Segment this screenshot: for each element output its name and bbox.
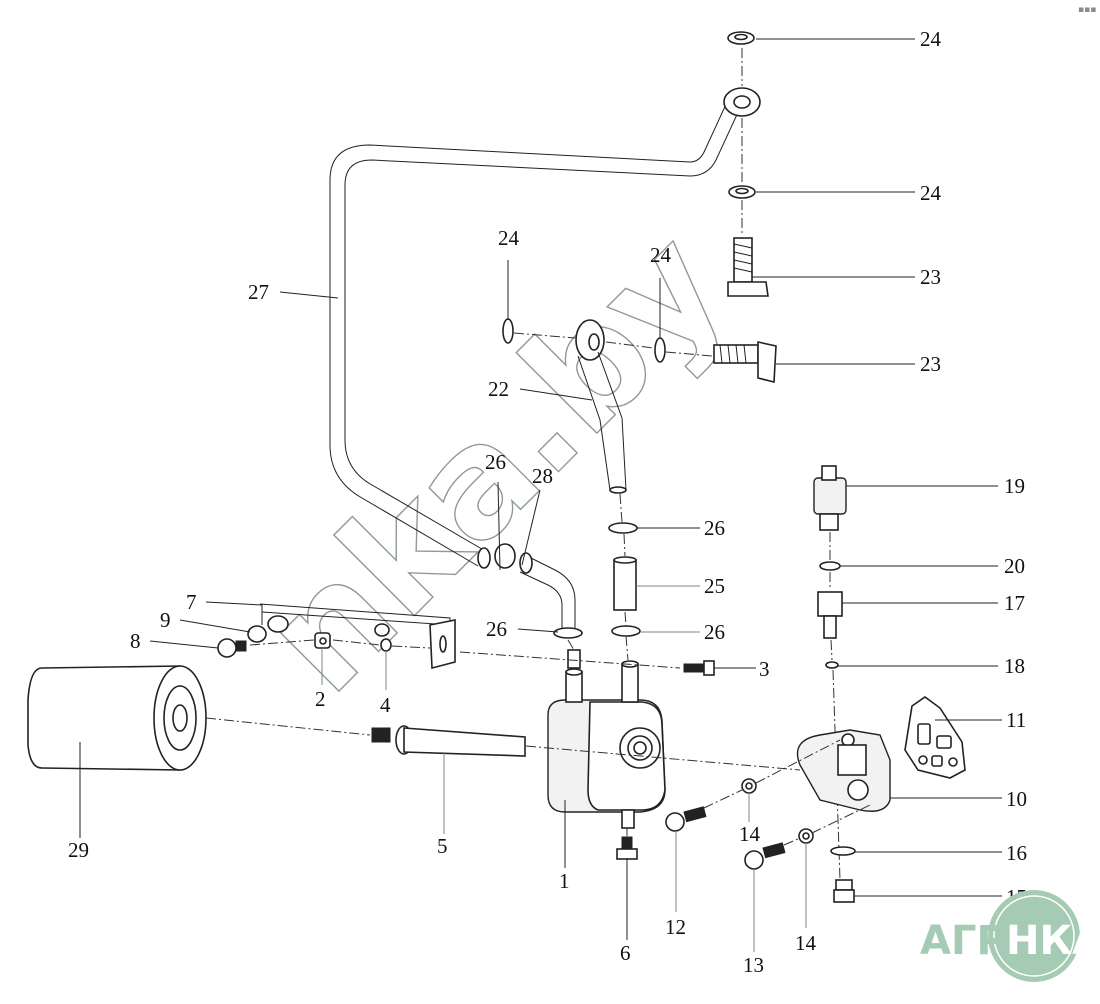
- part-26-clamp-upper: [608, 522, 638, 534]
- part-26-clamp-left: [494, 543, 516, 569]
- callout-16: 16: [1006, 841, 1027, 865]
- part-11-gasket: [904, 696, 966, 779]
- callout-11: 11: [1006, 708, 1026, 732]
- leader-lines: [79, 38, 1002, 952]
- callout-24: 24: [498, 226, 520, 250]
- callout-18: 18: [1004, 654, 1025, 678]
- part-24-washer-mid: [728, 185, 756, 199]
- part-22-oil-pipe: [575, 319, 627, 494]
- part-1-oil-cooler: [547, 649, 666, 829]
- callout-8: 8: [130, 629, 141, 653]
- logo-ring: [993, 895, 1075, 977]
- part-2-nut: [314, 632, 331, 649]
- part-26-clamp-lower-left: [553, 627, 583, 639]
- callout-23: 23: [920, 265, 941, 289]
- part-18-washer: [825, 661, 839, 669]
- callout-4: 4: [380, 693, 391, 717]
- part-24-washer-right: [654, 337, 666, 363]
- logo-circle: [988, 890, 1080, 982]
- part-25-hose-sleeve: [613, 556, 637, 611]
- part-27-oil-pipe: [329, 87, 761, 569]
- callout-3: 3: [759, 657, 770, 681]
- callout-labels: 24 24 24 24 23 23 27 22 26 28 26 25 26 2…: [68, 27, 1027, 977]
- callout-12: 12: [665, 915, 686, 939]
- callout-14: 14: [739, 822, 761, 846]
- part-28-hose: [519, 552, 576, 628]
- part-12-bolt: [665, 806, 707, 832]
- part-29-oil-filter: [27, 665, 207, 771]
- callout-19: 19: [1004, 474, 1025, 498]
- callout-27: 27: [248, 280, 269, 304]
- part-26-clamp-lower-right: [611, 625, 641, 637]
- logo-text-right: НКА: [1006, 918, 1100, 964]
- callout-28: 28: [532, 464, 553, 488]
- part-3-bolt: [683, 660, 715, 676]
- part-9-washer: [247, 615, 289, 643]
- part-15-plug: [833, 879, 855, 903]
- part-13-bolt: [744, 842, 786, 870]
- part-20-washer: [819, 561, 841, 571]
- callout-22: 22: [488, 377, 509, 401]
- callout-24: 24: [920, 181, 942, 205]
- part-24-washer-top: [727, 31, 755, 45]
- callout-2: 2: [315, 687, 326, 711]
- callout-5: 5: [437, 834, 448, 858]
- callout-25: 25: [704, 574, 725, 598]
- part-14-washer-lower: [798, 828, 814, 844]
- callout-10: 10: [1006, 787, 1027, 811]
- callout-29: 29: [68, 838, 89, 862]
- callout-24: 24: [650, 243, 672, 267]
- agronka-logo: АГРО НКА: [920, 890, 1100, 982]
- callout-13: 13: [743, 953, 764, 977]
- part-17-adapter: [817, 591, 843, 639]
- part-23-banjo-bolt-vertical: [727, 237, 769, 297]
- callout-7: 7: [186, 590, 197, 614]
- part-24-washer-left: [502, 318, 514, 344]
- callout-14: 14: [795, 931, 817, 955]
- part-5-threaded-stud: [371, 725, 526, 757]
- callout-6: 6: [620, 941, 631, 965]
- corner-mark: ▪▪▪: [1078, 5, 1096, 15]
- callout-26: 26: [704, 620, 725, 644]
- callout-26: 26: [704, 516, 725, 540]
- part-16-washer: [830, 846, 856, 856]
- part-19-pressure-sensor: [813, 465, 847, 531]
- part-6-drain-plug: [616, 836, 638, 860]
- part-8-bolt: [217, 638, 247, 658]
- callout-26: 26: [485, 450, 506, 474]
- callout-1: 1: [559, 869, 570, 893]
- callout-23: 23: [920, 352, 941, 376]
- callout-24: 24: [920, 27, 942, 51]
- callout-26: 26: [486, 617, 507, 641]
- logo-text-left: АГРО: [920, 918, 1040, 964]
- part-7-bracket: [259, 603, 456, 670]
- part-23-banjo-bolt-horizontal: [713, 341, 777, 384]
- part-4-washer: [374, 623, 392, 652]
- part-10-filter-head-housing: [796, 729, 891, 812]
- callout-9: 9: [160, 608, 171, 632]
- part-14-washer-upper: [741, 778, 757, 794]
- callout-17: 17: [1004, 591, 1025, 615]
- callout-20: 20: [1004, 554, 1025, 578]
